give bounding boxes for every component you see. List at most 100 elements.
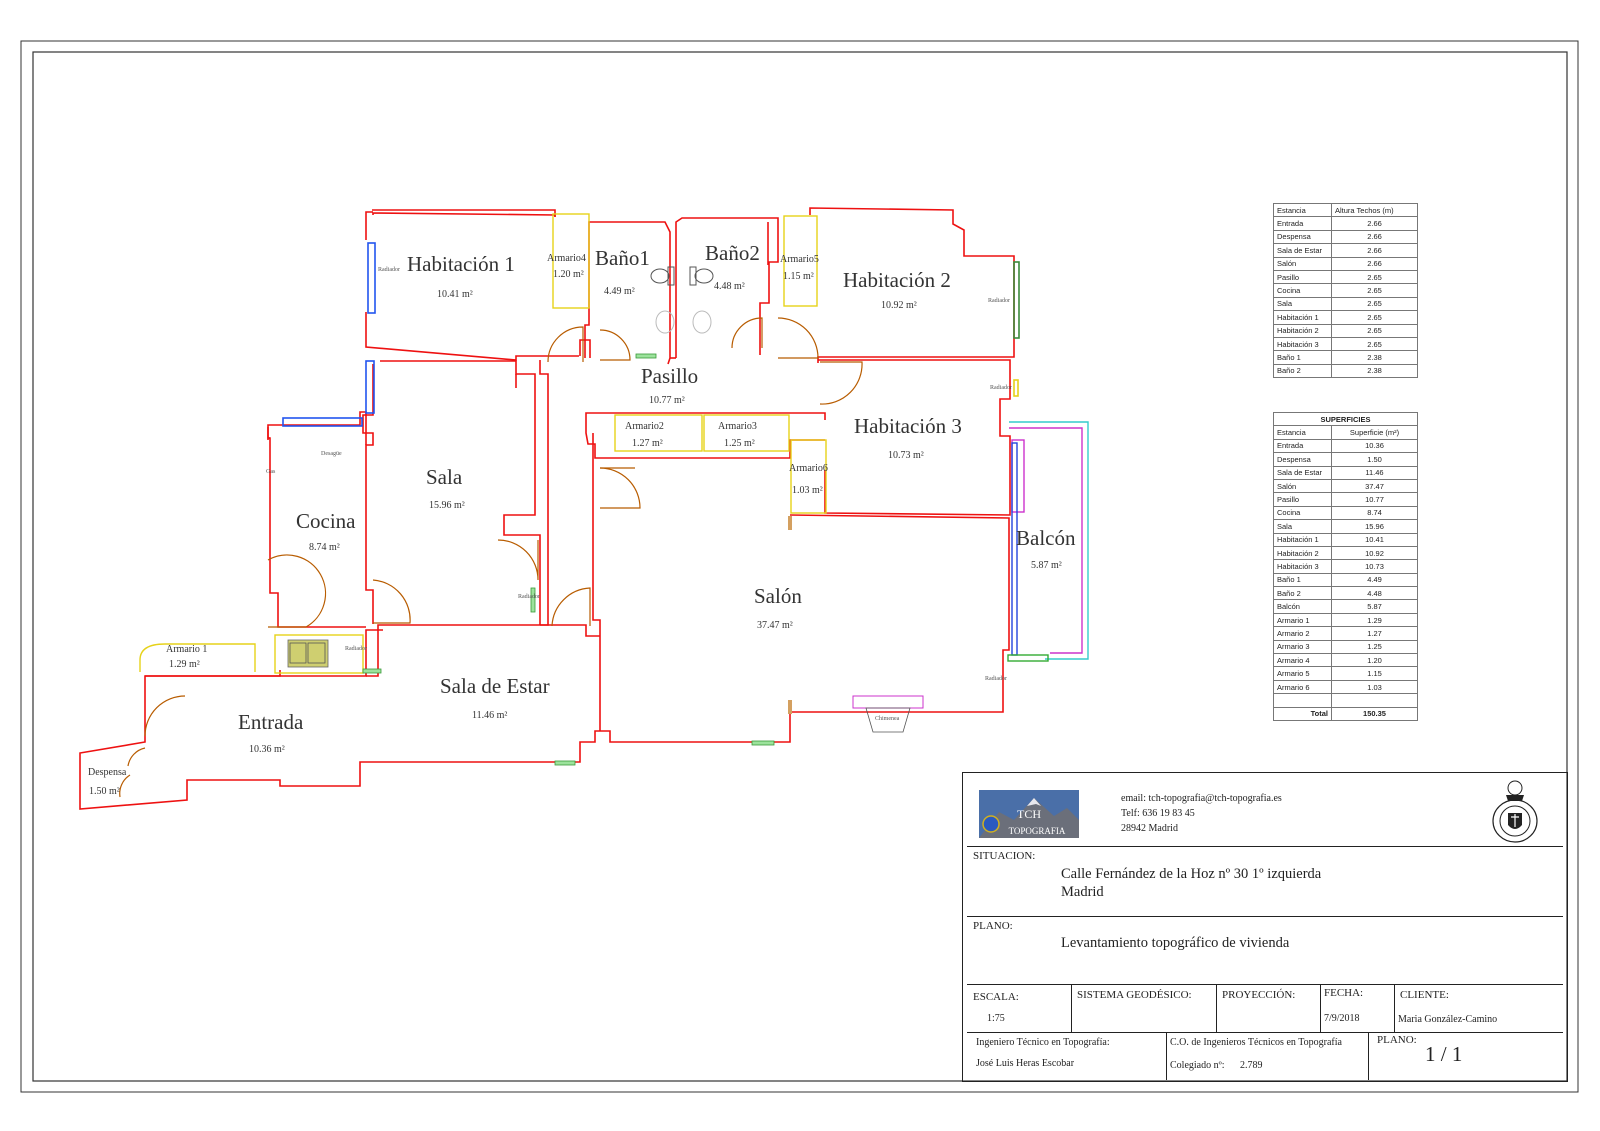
table-cell: 2.65 <box>1331 323 1418 338</box>
table-cell: 4.49 <box>1330 572 1419 588</box>
table-cell: Armario 3 <box>1273 639 1332 655</box>
outer-border <box>20 40 1579 1093</box>
fecha-label: FECHA: <box>1324 987 1364 999</box>
room-area-armario-1: 1.29 m² <box>169 659 200 670</box>
pillar <box>788 700 792 714</box>
title-header: TCH TOPOGRAFIA email: tch-topografia@tch… <box>967 777 1563 847</box>
room-area-habitacion-2: 10.92 m² <box>881 300 917 311</box>
room-name-salon: Salón <box>754 584 802 608</box>
room-name-habitacion-1: Habitación 1 <box>407 252 515 276</box>
table-row <box>1273 693 1419 708</box>
fecha-cell: FECHA: 7/9/2018 <box>1321 985 1395 1033</box>
room-area-salon: 37.47 m² <box>757 620 793 631</box>
radiador-label: Radiador <box>985 676 1007 682</box>
room-area-armario-2: 1.27 m² <box>632 438 663 449</box>
situacion-section: SITUACION: Calle Fernández de la Hoz nº … <box>967 847 1563 917</box>
table-cell: Habitación 3 <box>1273 559 1332 574</box>
situacion-label: SITUACION: <box>973 850 1036 862</box>
plano-number-label: PLANO: <box>1377 1034 1417 1046</box>
table-cell: 1.27 <box>1330 626 1419 641</box>
room-name-sala-de-estar: Sala de Estar <box>440 674 550 698</box>
radiators <box>362 353 775 766</box>
room-area-armario-3: 1.25 m² <box>724 438 755 449</box>
room-area-entrada: 10.36 m² <box>249 744 285 755</box>
room-name-bano-1: Baño1 <box>595 246 650 270</box>
table-cell: Despensa <box>1273 452 1332 467</box>
bathroom-fixtures <box>650 266 714 334</box>
table-cell: Baño 2 <box>1273 363 1332 379</box>
table-cell: Armario 2 <box>1273 626 1332 641</box>
chimney <box>852 695 924 733</box>
table-cell: 2.65 <box>1331 269 1418 285</box>
table-cell: Entrada <box>1273 438 1332 454</box>
sistema-label: SISTEMA GEODÉSICO: <box>1077 989 1192 1001</box>
ingeniero-cell: Ingeniero Técnico en Topografía: José Lu… <box>967 1033 1167 1080</box>
table-cell: 10.36 <box>1330 438 1419 454</box>
room-name-armario-2: Armario2 <box>625 421 664 432</box>
room-labels: Habitación 1 10.41 m² Armario4 1.20 m² B… <box>88 241 1076 797</box>
room-name-entrada: Entrada <box>238 710 304 734</box>
emblem-shield-detail <box>1511 814 1519 827</box>
table-cell: 5.87 <box>1330 599 1419 614</box>
emblem-crown <box>1507 780 1523 796</box>
table-cell: 2.38 <box>1331 363 1418 379</box>
table-cell: Habitación 1 <box>1273 532 1332 547</box>
surfaces-table: SUPERFICIES Estancia Superficie (m²) Ent… <box>1272 411 1419 721</box>
room-area-habitacion-3: 10.73 m² <box>888 450 924 461</box>
plano-section: PLANO: Levantamiento topográfico de vivi… <box>967 917 1563 985</box>
table-cell: Cocina <box>1273 283 1332 298</box>
cliente-cell: CLIENTE: Maria González-Camino <box>1395 985 1563 1033</box>
table-cell: 1.50 <box>1330 452 1419 467</box>
room-name-armario-1: Armario 1 <box>166 644 207 655</box>
table-cell: 2.38 <box>1331 350 1418 365</box>
proyeccion-cell: PROYECCIÓN: <box>1217 985 1321 1033</box>
cliente-value: Maria González-Camino <box>1398 1014 1498 1025</box>
table-cell: 1.15 <box>1330 666 1419 681</box>
plano-number-value: 1 / 1 <box>1425 1042 1463 1066</box>
title-block: TCH TOPOGRAFIA email: tch-topografia@tch… <box>962 772 1568 1082</box>
table-cell: 2.66 <box>1331 243 1418 258</box>
table-cell: Cocina <box>1273 505 1332 521</box>
windows <box>282 242 1020 427</box>
table-cell: Despensa <box>1273 229 1332 245</box>
proyeccion-label: PROYECCIÓN: <box>1222 989 1296 1001</box>
colegiado-label: Colegiado nº: <box>1170 1060 1225 1071</box>
walls <box>79 207 1015 810</box>
room-area-habitacion-1: 10.41 m² <box>437 289 473 300</box>
table-cell: Sala de Estar <box>1273 465 1332 480</box>
coat-of-arms-emblem <box>1492 780 1538 843</box>
table-cell: 10.77 <box>1330 492 1419 507</box>
closets <box>139 213 827 674</box>
room-area-armario-4: 1.20 m² <box>553 269 584 280</box>
table-cell: Habitación 2 <box>1273 545 1332 561</box>
escala-label: ESCALA: <box>973 991 1019 1003</box>
table-cell <box>1273 693 1332 708</box>
table-cell: Baño 1 <box>1273 350 1332 365</box>
table-cell: 10.92 <box>1330 545 1419 561</box>
table-cell: Sala <box>1273 519 1332 534</box>
situacion-line1: Calle Fernández de la Hoz nº 30 1º izqui… <box>1061 866 1322 882</box>
logo-text-1: TCH <box>1017 807 1041 821</box>
table-cell: 2.65 <box>1331 336 1418 352</box>
room-name-pasillo: Pasillo <box>641 364 698 388</box>
table-header: Superficie (m²) <box>1330 425 1419 440</box>
doors <box>119 317 863 798</box>
contact-email: email: tch-topografia@tch-topografia.es <box>1121 793 1282 804</box>
table-cell: 2.66 <box>1331 256 1418 271</box>
room-name-sala: Sala <box>426 465 463 489</box>
escala-cell: ESCALA: 1:75 <box>967 985 1072 1033</box>
table-cell: Sala de Estar <box>1273 243 1332 258</box>
table-cell: Habitación 1 <box>1273 310 1332 325</box>
room-name-armario-4: Armario4 <box>547 253 586 264</box>
table-cell: 2.65 <box>1331 310 1418 325</box>
table-total-row: Total 150.35 <box>1273 706 1419 721</box>
